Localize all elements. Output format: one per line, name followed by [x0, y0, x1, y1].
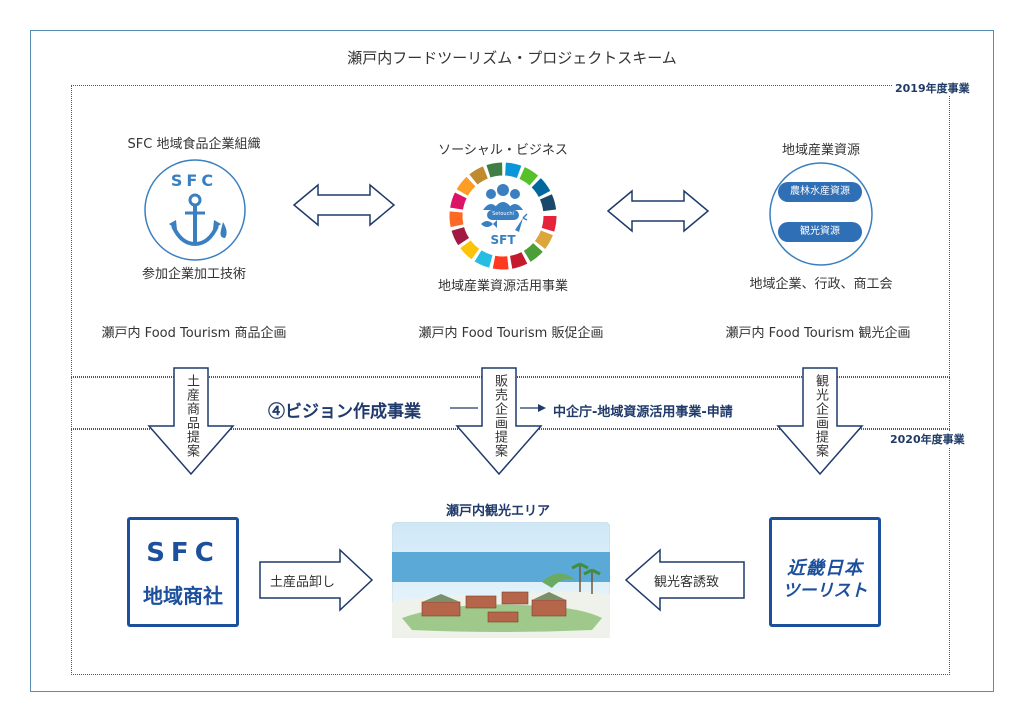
sft-logo-text: SFT	[490, 233, 516, 247]
page-title: 瀬戸内フードツーリズム・プロジェクトスキーム	[347, 49, 677, 67]
pill-agri-resources: 農林水産資源	[778, 182, 862, 202]
sft-logo-small: Setouchi	[492, 211, 514, 217]
wholesale-label: 土産品卸し	[270, 575, 336, 590]
vision-connector-line	[450, 407, 478, 409]
double-arrow-right	[606, 189, 710, 233]
regional-resources-heading: 地域産業資源	[781, 143, 861, 158]
setouchi-area-illustration	[392, 522, 610, 638]
people-icon	[483, 184, 523, 210]
plan-promotion: 瀬戸内 Food Tourism 販促企画	[418, 326, 604, 341]
kinki-line2: ツーリスト	[782, 581, 868, 601]
resources-caption: 地域企業、行政、商工会	[749, 277, 893, 292]
plan-product: 瀬戸内 Food Tourism 商品企画	[101, 326, 287, 341]
sfc-trading-line2: 地域商社	[143, 584, 223, 608]
sdgs-sft-logo	[449, 162, 557, 270]
double-arrow-left	[292, 183, 396, 227]
sft-caption: 地域産業資源活用事業	[437, 279, 569, 294]
vision-project-label: ④ビジョン作成事業	[268, 402, 421, 422]
sfc-org-caption: 参加企業加工技術	[141, 267, 247, 282]
subsidy-application-label: 中企庁-地域資源活用事業-申請	[553, 405, 733, 420]
sfc-anchor-logo	[144, 159, 246, 261]
social-business-heading: ソーシャル・ビジネス	[438, 143, 568, 158]
pill-tourism-resources: 観光資源	[778, 222, 862, 242]
sfc-org-heading: SFC 地域食品企業組織	[127, 137, 261, 152]
down-arrow-right-label: 観光企画提案	[813, 374, 828, 458]
down-arrow-left-label: 土産商品提案	[184, 374, 199, 458]
carrot-icon	[515, 213, 528, 232]
year-2019-label: 2019年度事業	[893, 80, 972, 96]
attract-tourists-label: 観光客誘致	[654, 575, 720, 590]
kinki-nippon-tourist-logo: 近畿日本 ツーリスト	[769, 517, 881, 627]
right-arrow-wholesale	[259, 548, 374, 612]
outer-frame	[30, 30, 994, 692]
setouchi-area-title: 瀬戸内観光エリア	[445, 504, 551, 519]
sfc-logo-text: SFC	[170, 171, 218, 190]
down-arrow-center-label: 販売企画提案	[492, 374, 507, 458]
fish-icon	[481, 220, 497, 228]
resources-circle	[769, 162, 873, 266]
down-arrow-center	[455, 367, 543, 476]
plan-tourism: 瀬戸内 Food Tourism 観光企画	[725, 326, 911, 341]
sfc-regional-trading-logo: SFC 地域商社	[127, 517, 239, 627]
down-arrow-left	[147, 367, 235, 476]
sfc-trading-line1: SFC	[146, 538, 220, 568]
down-arrow-right	[776, 367, 864, 476]
vision-apply-arrow	[520, 404, 546, 412]
left-arrow-tourist	[624, 548, 745, 612]
year-2020-label: 2020年度事業	[888, 431, 967, 447]
kinki-line1: 近畿日本	[787, 558, 863, 579]
anchor-icon	[169, 193, 227, 247]
